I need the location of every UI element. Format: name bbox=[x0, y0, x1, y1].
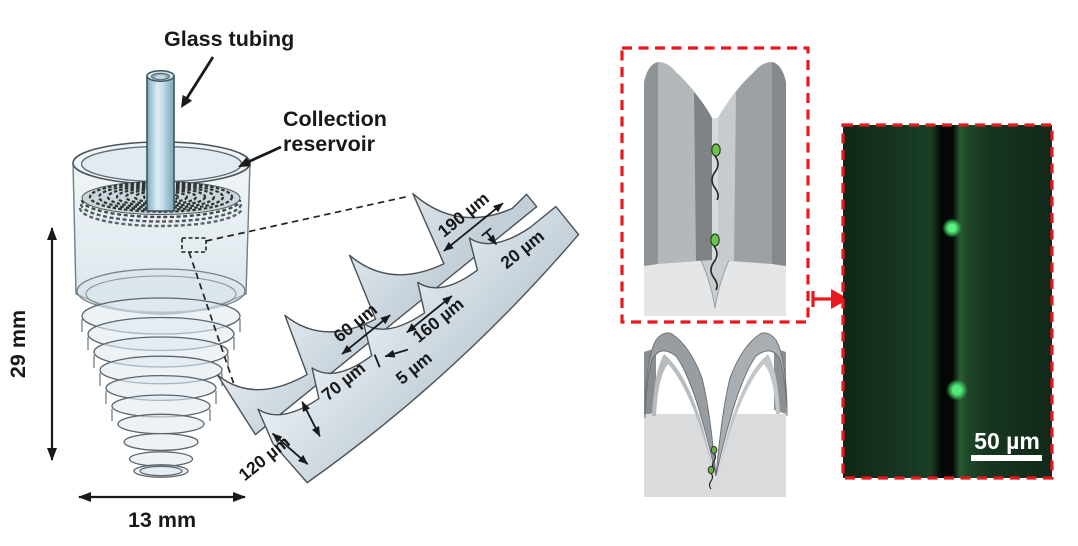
sperm-cell bbox=[707, 465, 715, 490]
dim-5um-tick bbox=[373, 354, 381, 368]
dim-20um-arrow bbox=[485, 231, 498, 245]
fluorescent-sperm-dot-core bbox=[947, 223, 957, 233]
wall-facet bbox=[772, 62, 786, 266]
collection-reservoir-arrow-icon bbox=[238, 145, 282, 167]
dim-190um-arrow bbox=[443, 202, 504, 252]
dim-5um-arrow bbox=[384, 348, 409, 358]
groove-3d-top-view bbox=[644, 62, 786, 316]
fluorescence-micrograph: 50 µm bbox=[841, 123, 1054, 480]
link-arrow-icon bbox=[811, 289, 849, 309]
groove-peak bbox=[644, 332, 717, 477]
groove-cross-section-inset: 190 µm 20 µm 60 µm 160 µm 5 µm 70 µm 120… bbox=[216, 188, 580, 485]
sperm-cell bbox=[710, 233, 720, 291]
groove-peak bbox=[715, 332, 788, 477]
fluorescent-sperm-dot-core bbox=[952, 385, 962, 395]
glass-tubing-label: Glass tubing bbox=[164, 27, 294, 51]
diameter-dimension-label: 13 mm bbox=[128, 508, 196, 532]
dim-60um-arrow bbox=[341, 314, 391, 355]
height-dimension-label: 29 mm bbox=[6, 310, 30, 378]
groove-v-notch bbox=[699, 257, 731, 309]
dim-70um-arrow bbox=[301, 401, 321, 437]
micrograph-border bbox=[841, 123, 1054, 480]
sperm-cell bbox=[711, 143, 721, 201]
wall-inner-shade bbox=[694, 92, 712, 261]
dim-160um-arrow bbox=[406, 295, 453, 334]
zoom-dashed-box bbox=[181, 237, 207, 253]
collection-reservoir-line2: reservoir bbox=[283, 132, 376, 156]
groove-peak-face bbox=[718, 354, 780, 474]
wall-inner-light bbox=[718, 92, 736, 261]
micrograph-image bbox=[843, 125, 1052, 478]
wall-facet bbox=[644, 348, 656, 416]
zoom-leader-line bbox=[205, 195, 411, 242]
glass-tubing-arrow-icon bbox=[181, 56, 215, 108]
scale-bar bbox=[971, 455, 1042, 461]
groove-peak-face bbox=[652, 354, 714, 474]
cone-ring bbox=[123, 432, 199, 452]
stepped-cone bbox=[81, 297, 241, 478]
collection-reservoir-label: Collection reservoir bbox=[283, 107, 387, 156]
dim-120um-arrow bbox=[271, 432, 309, 465]
dim-20um-tick bbox=[481, 227, 492, 237]
zoom-leader-line bbox=[188, 251, 244, 412]
collection-reservoir-line1: Collection bbox=[283, 107, 387, 131]
scale-bar-label: 50 µm bbox=[974, 428, 1040, 454]
groove-band-front bbox=[257, 205, 580, 484]
groove-highlight-box bbox=[620, 46, 810, 324]
device-schematic: 29 mm 13 mm Glass tubing Collection rese… bbox=[6, 27, 411, 532]
wall-facet bbox=[644, 62, 658, 266]
groove-3d-cross-view bbox=[644, 332, 788, 497]
cone-ring bbox=[139, 465, 183, 477]
base-slab bbox=[644, 414, 786, 497]
cone-ring bbox=[128, 451, 194, 467]
glass-tube bbox=[146, 70, 175, 212]
cone-ring bbox=[117, 413, 205, 435]
